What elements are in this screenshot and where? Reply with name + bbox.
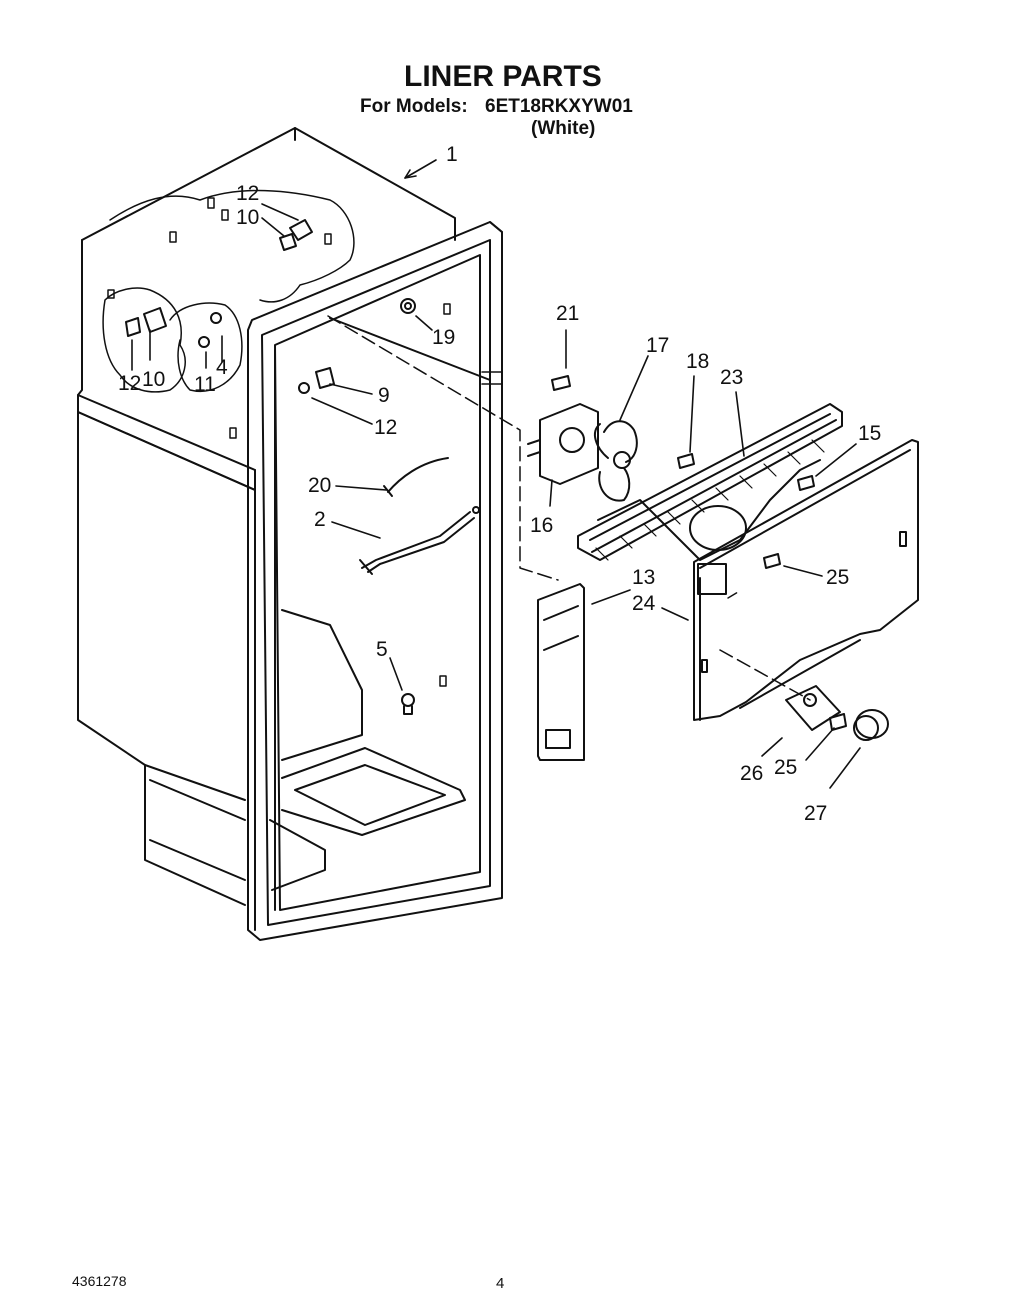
callout-12-top: 12 bbox=[236, 182, 259, 205]
callout-20: 20 bbox=[308, 474, 331, 497]
callout-17: 17 bbox=[646, 334, 669, 357]
harness-part-2 bbox=[359, 506, 480, 575]
page-title: LINER PARTS bbox=[404, 60, 602, 93]
screw-25-bottom bbox=[829, 713, 847, 731]
document-number: 4361278 bbox=[72, 1273, 127, 1289]
liner-cabinet bbox=[77, 127, 456, 931]
screw-15 bbox=[797, 475, 815, 491]
air-duct-23 bbox=[577, 403, 843, 561]
callout-1: 1 bbox=[446, 143, 458, 166]
callout-4: 4 bbox=[216, 356, 228, 379]
callout-12-mid: 12 bbox=[374, 416, 397, 439]
thermostat-bracket-9 bbox=[298, 367, 335, 394]
evaporator-cover-24 bbox=[693, 439, 919, 721]
callout-15: 15 bbox=[858, 422, 881, 445]
callout-25-right: 25 bbox=[826, 566, 849, 589]
callout-24: 24 bbox=[632, 592, 656, 615]
callout-9: 9 bbox=[378, 384, 390, 407]
callout-10-left: 10 bbox=[142, 368, 165, 391]
page-number: 4 bbox=[496, 1275, 505, 1292]
part-5 bbox=[401, 693, 415, 715]
callout-10-top: 10 bbox=[236, 206, 259, 229]
fan-blade-17 bbox=[593, 420, 638, 502]
callout-12-left: 12 bbox=[118, 372, 141, 395]
callout-23: 23 bbox=[720, 366, 743, 389]
liner-front-flange bbox=[247, 221, 503, 941]
model-number: 6ET18RKXYW01 bbox=[485, 96, 633, 117]
screw-25-top bbox=[763, 553, 781, 569]
callout-5: 5 bbox=[376, 638, 388, 661]
clip-parts-left bbox=[125, 307, 222, 348]
callout-18: 18 bbox=[686, 350, 709, 373]
baffle-13 bbox=[537, 583, 585, 761]
part-19 bbox=[400, 298, 416, 314]
callout-21: 21 bbox=[556, 302, 579, 325]
model-color: (White) bbox=[531, 118, 596, 139]
fan-motor-16 bbox=[527, 403, 599, 485]
models-label: For Models: bbox=[360, 96, 468, 117]
screw-18 bbox=[677, 453, 695, 469]
leader-arrows bbox=[131, 159, 861, 789]
callout-labels: 1 12 10 12 10 11 4 19 9 12 20 2 5 21 17 … bbox=[118, 143, 881, 825]
callout-26: 26 bbox=[740, 762, 763, 785]
callout-16: 16 bbox=[530, 514, 553, 537]
callout-2: 2 bbox=[314, 508, 326, 531]
callout-19: 19 bbox=[432, 326, 455, 349]
callout-13: 13 bbox=[632, 566, 655, 589]
knob-27 bbox=[853, 709, 889, 741]
screw-21 bbox=[551, 375, 571, 391]
bracket-part-10 bbox=[279, 219, 313, 251]
tube-part-20 bbox=[383, 457, 449, 497]
callout-11: 11 bbox=[194, 373, 216, 396]
plate-26 bbox=[785, 685, 841, 731]
callout-25-bottom: 25 bbox=[774, 756, 797, 779]
callout-27: 27 bbox=[804, 802, 827, 825]
